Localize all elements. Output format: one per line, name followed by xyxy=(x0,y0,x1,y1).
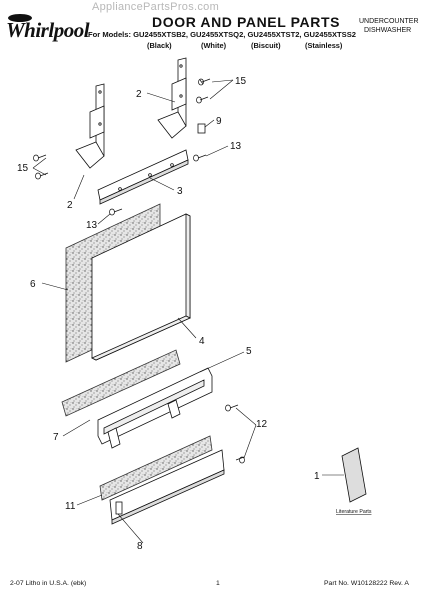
product-line-1: UNDERCOUNTER xyxy=(359,18,419,25)
leader-lines xyxy=(32,79,344,544)
callout-2b: 2 xyxy=(67,200,73,211)
callout-13b: 13 xyxy=(86,220,98,231)
footer-litho: 2-07 Litho in U.S.A. (ebk) xyxy=(10,580,87,587)
color-stainless: (Stainless) xyxy=(305,41,343,50)
product-line-2: DISHWASHER xyxy=(364,27,412,34)
callout-13a: 13 xyxy=(230,141,242,152)
callout-2a: 2 xyxy=(136,89,142,100)
color-white: (White) xyxy=(201,41,227,50)
page-title: DOOR AND PANEL PARTS xyxy=(152,14,341,30)
callout-12: 12 xyxy=(256,419,268,430)
screws xyxy=(33,78,245,464)
callout-11: 11 xyxy=(65,501,76,512)
footer-part-number: Part No. W10128222 Rev. A xyxy=(324,580,409,587)
literature-parts-label: Literature Parts xyxy=(336,509,372,515)
door-bracket-right xyxy=(157,57,187,139)
callout-labels: 15 2 9 13 15 2 3 13 6 4 5 7 12 1 11 8 Li… xyxy=(17,76,372,552)
access-panel xyxy=(97,367,213,449)
callout-8: 8 xyxy=(137,541,143,552)
callout-4: 4 xyxy=(199,336,205,347)
callout-7: 7 xyxy=(53,432,59,443)
model-list: For Models: GU2455XTSB2, GU2455XTSQ2, GU… xyxy=(88,30,356,39)
footer-page-number: 1 xyxy=(216,580,220,587)
callout-3: 3 xyxy=(177,186,183,197)
callout-15a: 15 xyxy=(235,76,247,87)
door-bracket-left xyxy=(75,83,105,169)
whirlpool-logo-swirl-icon xyxy=(8,14,32,22)
clip-part xyxy=(197,123,206,134)
callout-15b: 15 xyxy=(17,163,29,174)
color-black: (Black) xyxy=(147,41,172,50)
callout-5: 5 xyxy=(246,346,252,357)
callout-1: 1 xyxy=(314,471,320,482)
door-panel xyxy=(91,213,191,361)
toe-panel xyxy=(109,449,225,525)
mounting-rail xyxy=(97,149,189,205)
callout-9: 9 xyxy=(216,116,222,127)
brand-logo: Whirlpool xyxy=(6,18,90,42)
watermark: AppliancePartsPros.com xyxy=(92,1,220,13)
literature-booklet xyxy=(341,447,367,503)
panel-insulation xyxy=(61,349,181,417)
color-biscuit: (Biscuit) xyxy=(251,41,281,50)
callout-6: 6 xyxy=(30,279,36,290)
